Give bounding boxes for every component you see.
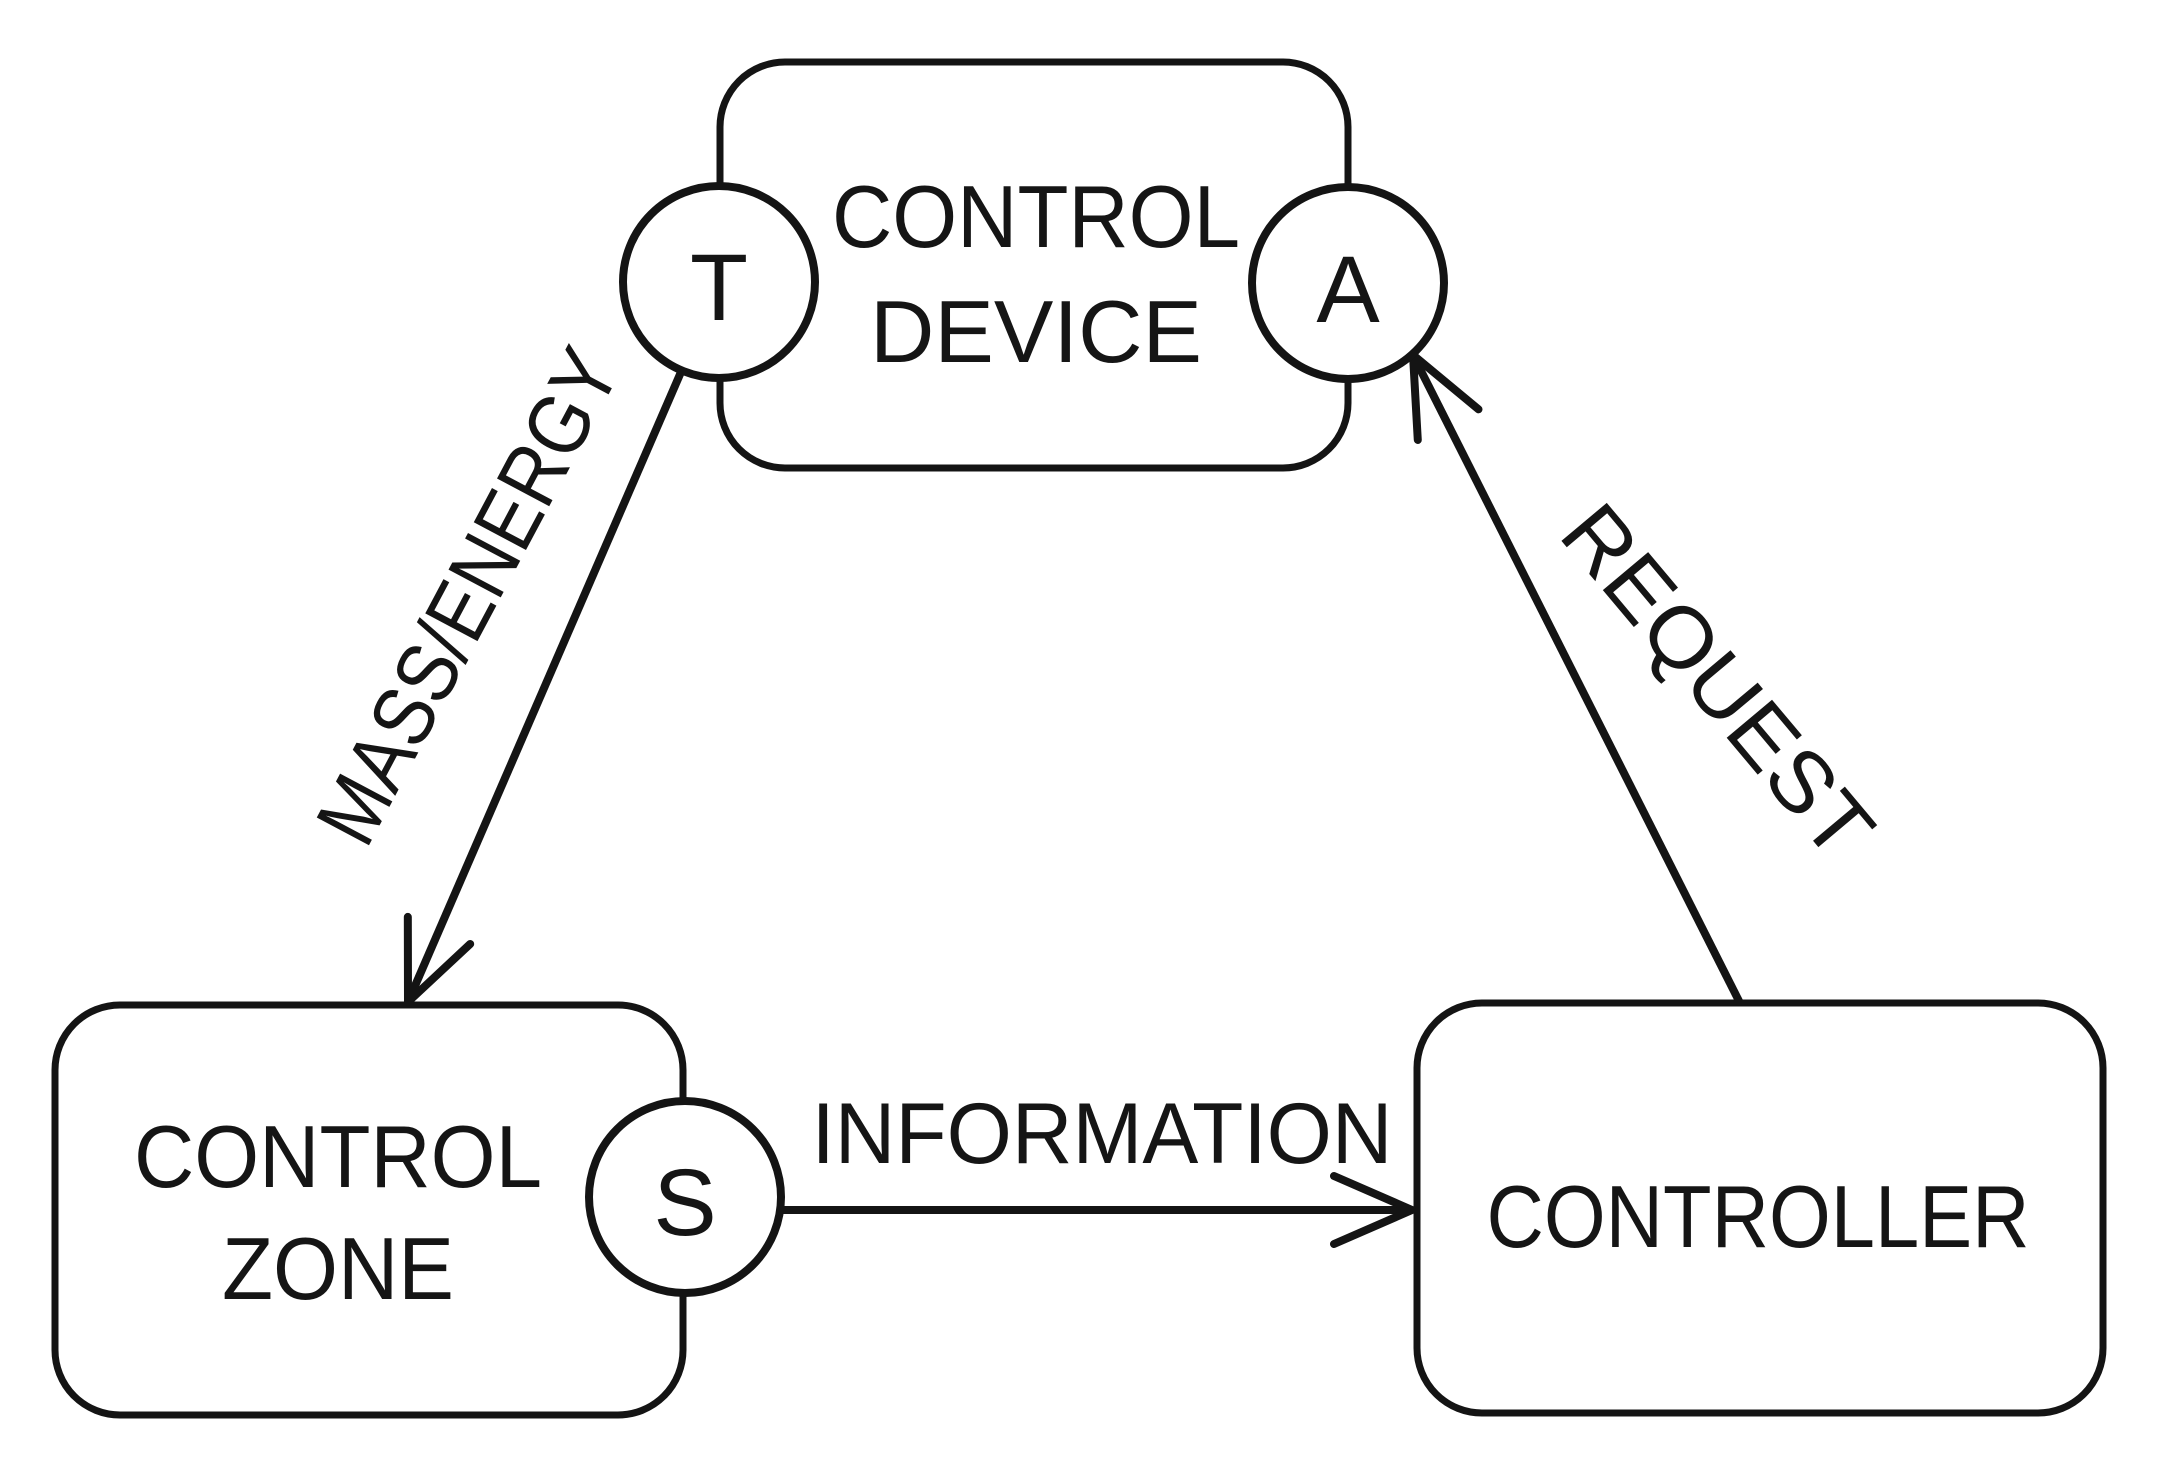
port-a: A (1248, 183, 1448, 383)
node-label-controller-line1: CONTROLLER (1487, 1167, 2030, 1266)
node-label-control-device-line2: DEVICE (870, 282, 1202, 381)
arrow-line-request (1409, 351, 1744, 1005)
arrow-line-mass-energy (403, 370, 685, 1006)
port-s: S (585, 1097, 785, 1297)
node-label-control-zone-line2: ZONE (222, 1219, 454, 1318)
port-t-letter: T (690, 235, 748, 341)
port-a-circle (1248, 183, 1448, 383)
port-s-circle (585, 1097, 785, 1297)
port-a-letter: A (1316, 237, 1380, 343)
node-controller: CONTROLLER (1413, 999, 2107, 1417)
arrow-label-information: INFORMATION (812, 1086, 1393, 1182)
node-box-controller (1413, 999, 2107, 1417)
port-t-circle (619, 182, 819, 382)
node-control-zone: CONTROL ZONE (51, 1001, 687, 1419)
arrow-information: INFORMATION (783, 1086, 1416, 1248)
port-s-letter: S (653, 1150, 716, 1256)
node-label-control-zone-line1: CONTROL (134, 1107, 542, 1206)
port-t: T (619, 182, 819, 382)
node-label-control-device-line1: CONTROL (832, 167, 1240, 266)
